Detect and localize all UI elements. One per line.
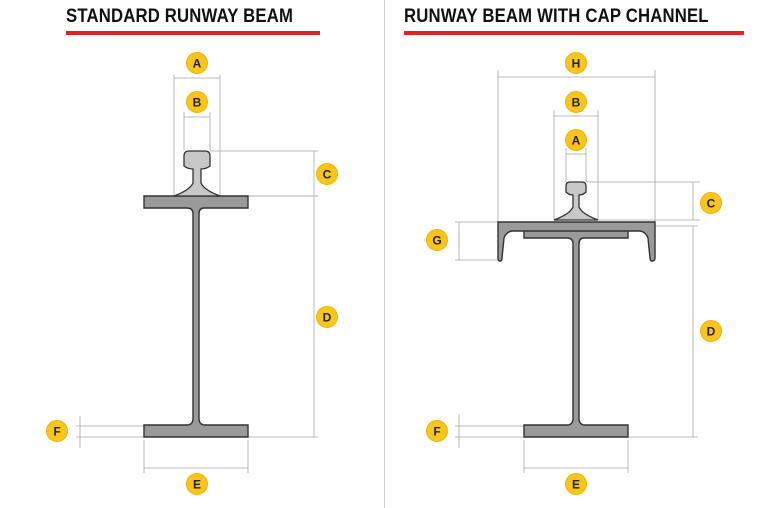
right-label-b-marker: B [565, 91, 587, 113]
left-label-a: A [193, 57, 202, 71]
right-dimension-lines [455, 70, 700, 473]
left-title-underline [66, 31, 320, 35]
right-label-f-marker: F [426, 420, 448, 442]
left-label-d-marker: D [316, 306, 338, 328]
right-label-c: C [707, 197, 716, 211]
right-label-a: A [572, 134, 581, 148]
left-label-a-marker: A [186, 52, 208, 74]
left-label-f-marker: F [46, 420, 68, 442]
right-label-f: F [433, 425, 440, 439]
left-label-e: E [193, 478, 201, 492]
right-label-g: G [432, 234, 441, 248]
left-label-b-marker: B [186, 91, 208, 113]
right-label-g-marker: G [426, 229, 448, 251]
center-divider [384, 0, 385, 508]
standard-runway-beam: A B C D E F [46, 52, 338, 495]
right-crane-rail [553, 181, 599, 221]
right-label-a-marker: A [565, 129, 587, 151]
left-label-c: C [323, 168, 332, 182]
right-label-d-marker: D [700, 320, 722, 342]
right-diagram-title: RUNWAY BEAM WITH CAP CHANNEL [404, 6, 709, 27]
right-label-h: H [572, 57, 581, 71]
right-label-d: D [707, 325, 716, 339]
right-label-e-marker: E [565, 473, 587, 495]
left-label-c-marker: C [316, 163, 338, 185]
right-label-b: B [572, 96, 581, 110]
right-label-e: E [572, 478, 580, 492]
left-i-beam [143, 195, 249, 438]
right-i-beam [523, 225, 629, 438]
right-title-underline [404, 31, 744, 35]
left-label-f: F [53, 425, 60, 439]
left-diagram-title: STANDARD RUNWAY BEAM [66, 6, 294, 27]
right-label-c-marker: C [700, 192, 722, 214]
left-label-e-marker: E [186, 473, 208, 495]
cap-channel [497, 221, 656, 262]
left-label-b: B [193, 96, 202, 110]
left-dimension-lines [76, 75, 318, 473]
cap-channel-runway-beam: H B A C G D F E [426, 52, 722, 495]
left-label-d: D [323, 311, 332, 325]
right-label-h-marker: H [565, 52, 587, 74]
left-crane-rail [173, 150, 221, 197]
